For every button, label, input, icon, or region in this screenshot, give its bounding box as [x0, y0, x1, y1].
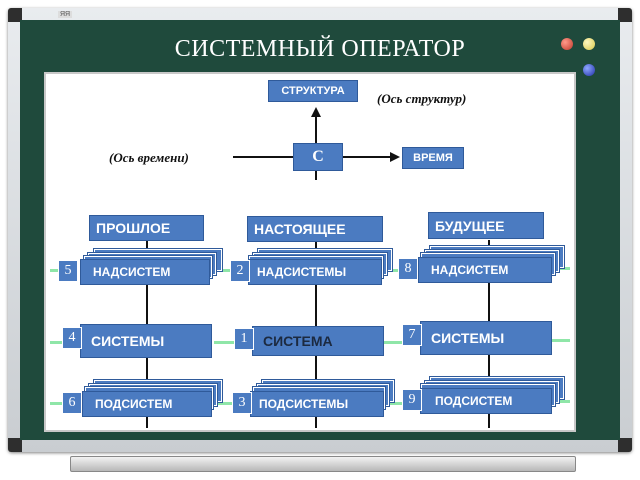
time-label-box: ВРЕМЯ — [402, 147, 464, 169]
yellow-magnet-icon — [583, 38, 595, 50]
future-subsystem-number: 9 — [402, 389, 422, 411]
present-subsystem-box: ПОДСИСТЕМЫ — [250, 391, 384, 417]
green-line-sub-far — [552, 400, 570, 403]
center-c-box: С — [293, 143, 343, 171]
past-subsystem-box: ПОДСИСТЕМ — [82, 391, 212, 417]
green-line-sys-far — [552, 339, 570, 342]
present-supersystem-number: 2 — [230, 260, 250, 282]
present-subsystem-number: 3 — [232, 392, 252, 414]
present-system-box: СИСТЕМА — [252, 326, 384, 356]
green-line-super-mid — [214, 269, 236, 272]
future-subsystem-box: ПОДСИСТЕМ — [420, 388, 552, 414]
green-line-sub-left — [50, 402, 64, 405]
time-axis-note: (Ось времени) — [109, 150, 189, 165]
past-subsystem-number: 6 — [62, 392, 82, 414]
future-supersystem-box: НАДСИСТЕМ — [418, 257, 552, 283]
heading-present: НАСТОЯЩЕЕ — [247, 216, 383, 242]
green-line-sys-mid — [214, 341, 236, 344]
frame-corner-top-right — [618, 8, 632, 22]
heading-future: БУДУЩЕЕ — [428, 212, 544, 239]
green-line-sub-mid — [214, 402, 236, 405]
future-system-number: 7 — [402, 324, 422, 346]
structure-label-box: СТРУКТУРА — [268, 80, 358, 102]
present-supersystem-box: НАДСИСТЕМЫ — [248, 259, 382, 285]
green-line-sys-right — [384, 341, 406, 344]
heading-past: ПРОШЛОЕ — [89, 215, 204, 241]
present-system-number: 1 — [234, 328, 254, 350]
future-system-box: СИСТЕМЫ — [420, 321, 552, 355]
time-axis-arrow-icon — [390, 152, 400, 162]
green-line-super-left — [50, 269, 64, 272]
green-line-sub-right — [384, 402, 406, 405]
marker-tray — [70, 456, 576, 472]
red-magnet-icon — [561, 38, 573, 50]
frame-corner-top-left — [8, 8, 22, 22]
green-line-super-far — [552, 267, 570, 270]
blue-magnet-icon — [583, 64, 595, 76]
future-supersystem-number: 8 — [398, 258, 418, 280]
frame-corner-bottom-right — [618, 438, 632, 452]
green-line-sys-left — [50, 341, 64, 344]
page-title: СИСТЕМНЫЙ ОПЕРАТОР — [174, 36, 466, 62]
frame-corner-bottom-left — [8, 438, 22, 452]
past-supersystem-box: НАДСИСТЕМ — [80, 259, 210, 285]
past-supersystem-number: 5 — [58, 260, 78, 282]
past-system-number: 4 — [62, 327, 82, 349]
frame-label: ЯЯ — [58, 11, 73, 18]
past-system-box: СИСТЕМЫ — [80, 324, 212, 358]
structure-axis-note: (Ось структур) — [377, 91, 467, 106]
structure-axis-arrow-icon — [311, 107, 321, 117]
green-line-super-right — [384, 269, 406, 272]
